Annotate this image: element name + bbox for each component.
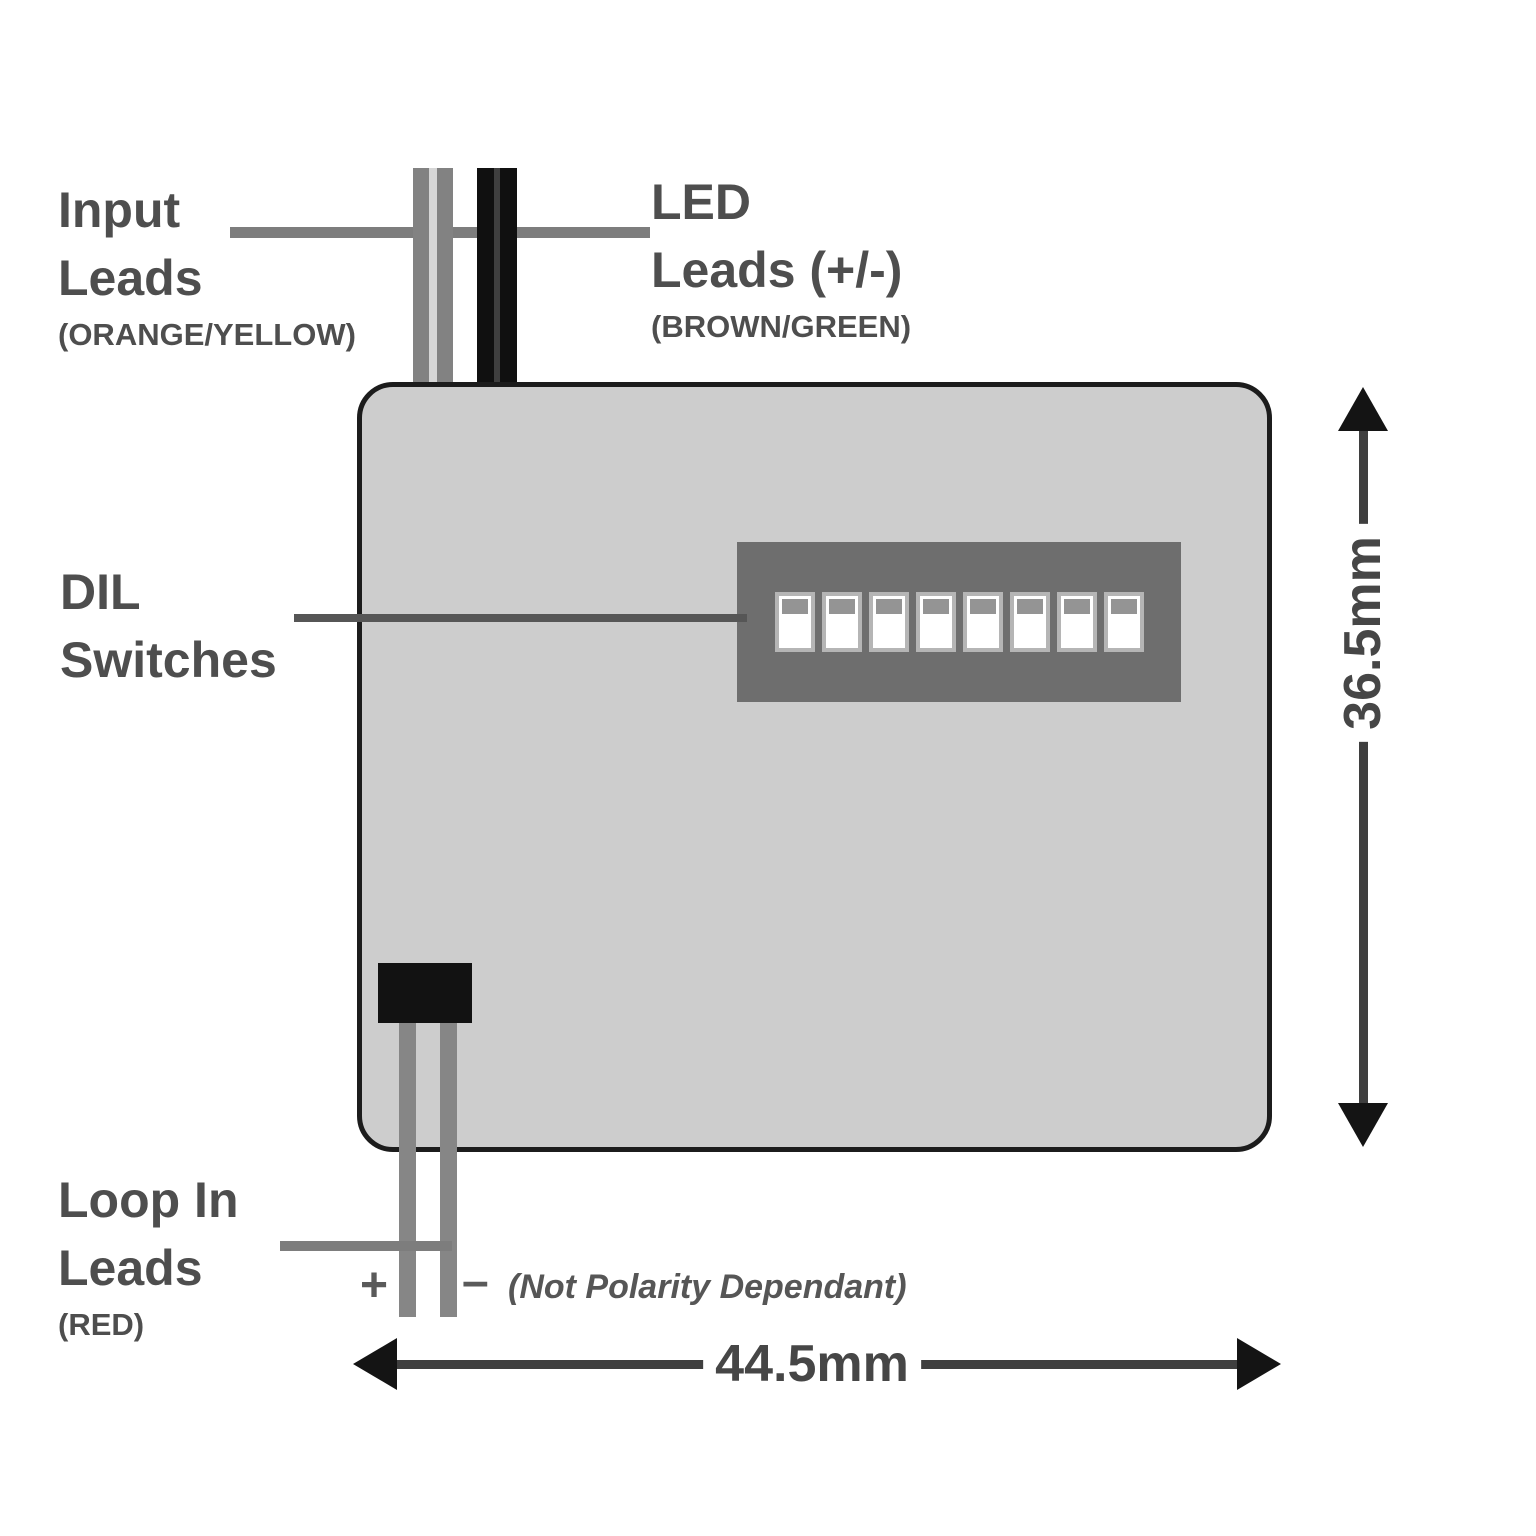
label-line: Leads xyxy=(58,250,203,306)
loop-in-leads-label: Loop In Leads (RED) xyxy=(58,1166,239,1345)
label-line: DIL xyxy=(60,564,141,620)
dil-switch-recess xyxy=(875,599,902,614)
dil-switch-recess xyxy=(1110,599,1137,614)
label-line: Loop In xyxy=(58,1172,239,1228)
minus-sign: – xyxy=(462,1255,489,1308)
dil-switch-block xyxy=(737,542,1181,702)
height-dimension-label: 36.5mm xyxy=(1334,524,1392,742)
input-lead-wire xyxy=(437,168,453,388)
dil-switch-recess xyxy=(828,599,855,614)
loop-pointer-line xyxy=(280,1241,452,1251)
dil-switch xyxy=(1056,592,1097,652)
led-lead-wire xyxy=(500,168,517,388)
dil-switch xyxy=(1009,592,1050,652)
arrow-right-icon xyxy=(1237,1338,1281,1390)
dil-switch xyxy=(774,592,815,652)
label-line: LED xyxy=(651,174,751,230)
arrow-left-icon xyxy=(353,1338,397,1390)
dil-switch xyxy=(915,592,956,652)
label-note: (RED) xyxy=(58,1307,145,1342)
arrow-up-icon xyxy=(1338,387,1388,431)
led-lead-wire xyxy=(477,168,494,388)
led-lead-wires xyxy=(477,168,517,388)
dil-switch-recess xyxy=(781,599,808,614)
polarity-note: (Not Polarity Dependant) xyxy=(508,1268,907,1306)
dil-switch-recess xyxy=(922,599,949,614)
input-leads-label: Input Leads (ORANGE/YELLOW) xyxy=(58,176,356,355)
dil-switch-recess xyxy=(1063,599,1090,614)
dil-switch-recess xyxy=(969,599,996,614)
loop-connector xyxy=(378,963,472,1023)
label-line: Input xyxy=(58,182,181,238)
module-body xyxy=(357,382,1272,1152)
dil-switch xyxy=(962,592,1003,652)
dil-switch xyxy=(821,592,862,652)
dil-switches-label: DIL Switches xyxy=(60,558,277,694)
wire-gap xyxy=(429,168,437,388)
dil-pointer-line xyxy=(294,614,747,622)
input-lead-wires xyxy=(413,168,453,388)
led-leads-label: LED Leads (+/-) (BROWN/GREEN) xyxy=(651,168,911,347)
dil-switch xyxy=(1103,592,1144,652)
height-dimension-arrow xyxy=(1359,425,1368,1107)
dil-switch xyxy=(868,592,909,652)
dil-switch-recess xyxy=(1016,599,1043,614)
label-note: (BROWN/GREEN) xyxy=(651,309,912,344)
label-line: Switches xyxy=(60,632,277,688)
plus-sign: + xyxy=(360,1259,389,1312)
label-note: (ORANGE/YELLOW) xyxy=(58,317,356,352)
label-line: Leads (+/-) xyxy=(651,242,903,298)
input-lead-wire xyxy=(413,168,429,388)
width-dimension-label: 44.5mm xyxy=(703,1336,921,1392)
loop-lead-wire xyxy=(440,1023,457,1317)
label-line: Leads xyxy=(58,1240,203,1296)
arrow-down-icon xyxy=(1338,1103,1388,1147)
loop-lead-wire xyxy=(399,1023,416,1317)
wire-gap xyxy=(494,168,500,388)
